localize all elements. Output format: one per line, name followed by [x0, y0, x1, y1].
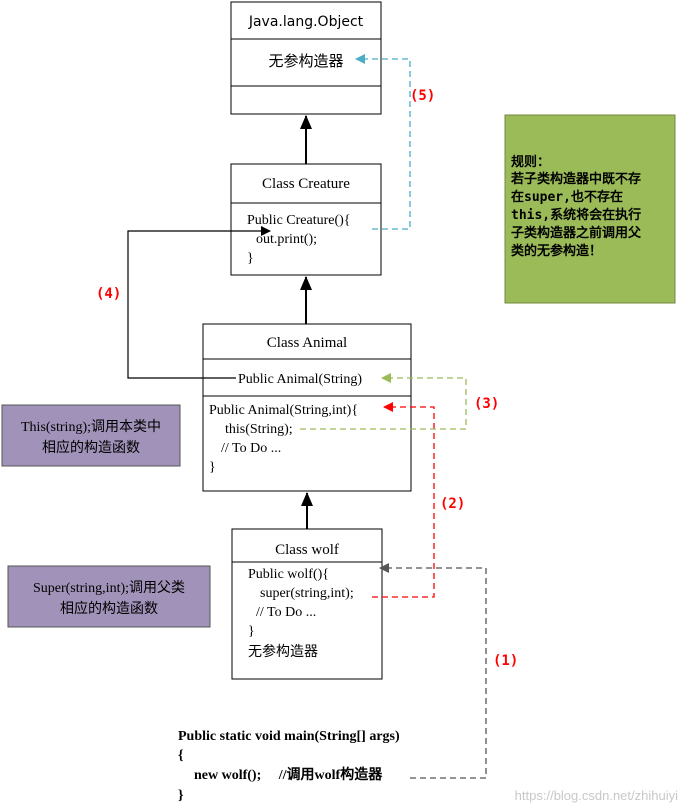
super-note-line-2: 相应的构造函数 — [60, 600, 158, 617]
wolf-ctor-line-4: } — [248, 624, 255, 639]
wolf-ctor-line-3: // To Do ... — [256, 605, 316, 620]
rule-note: 规则： 若子类构造器中既不存 在super,也不存在 this,系统将会在执行 … — [504, 114, 676, 304]
creature-ctor-line-3: } — [247, 251, 254, 266]
wolf-class-title: Class wolf — [275, 542, 339, 558]
rule-note-line-4: this,系统将会在执行 — [511, 207, 641, 223]
animal-ctor-int-line-3: // To Do ... — [221, 441, 281, 456]
object-no-arg-ctor: 无参构造器 — [268, 52, 343, 70]
super-note: Super(string,int);调用父类 相应的构造函数 — [7, 565, 211, 628]
animal-class-box: Class Animal Public Animal(String) Publi… — [202, 323, 412, 492]
main-code-block: Public static void main(String[] args) {… — [178, 729, 400, 803]
animal-ctor-int-line-2: this(String); — [225, 422, 293, 437]
rule-note-line-5: 子类构造器之前调用父 — [511, 225, 642, 241]
flow-arrow-5 — [355, 54, 411, 230]
animal-class-title: Class Animal — [267, 335, 347, 351]
object-class-box: Java.lang.Object 无参构造器 — [230, 1, 382, 115]
this-note-line-1: This(string);调用本类中 — [21, 419, 161, 435]
flow-arrow-1 — [379, 563, 487, 779]
main-code-line-2: { — [178, 748, 184, 763]
step-label-5: (5) — [410, 88, 435, 104]
step-label-4: (4) — [96, 286, 121, 302]
super-note-line-1: Super(string,int);调用父类 — [33, 580, 185, 596]
wolf-ctor-line-2: super(string,int); — [260, 586, 354, 601]
creature-ctor-line-2: out.print(); — [256, 232, 317, 247]
wolf-class-box: Class wolf Public wolf(){ super(string,i… — [231, 528, 383, 680]
rule-note-line-6: 类的无参构造！ — [511, 243, 602, 259]
rule-note-line-3: 在super,也不存在 — [511, 189, 623, 205]
rule-note-line-1: 规则： — [511, 154, 550, 170]
creature-class-box: Class Creature Public Creature(){ out.pr… — [230, 163, 382, 276]
this-note: This(string);调用本类中 相应的构造函数 — [1, 404, 181, 467]
wolf-no-arg-ctor: 无参构造器 — [248, 643, 318, 660]
step-label-3: (3) — [474, 396, 499, 412]
flow-arrow-3 — [300, 373, 467, 430]
rule-note-line-2: 若子类构造器中既不存 — [510, 171, 641, 187]
creature-ctor-line-1: Public Creature(){ — [247, 213, 351, 228]
main-code-line-4: } — [178, 788, 184, 803]
wolf-ctor-line-1: Public wolf(){ — [248, 567, 329, 582]
creature-class-title: Class Creature — [262, 176, 350, 192]
flow-arrow-4 — [127, 226, 271, 379]
animal-ctor-int-line-4: } — [209, 460, 216, 475]
step-label-2: (2) — [440, 496, 465, 512]
step-label-1: (1) — [493, 653, 518, 669]
flow-arrow-2 — [372, 402, 435, 598]
animal-ctor-int-line-1: Public Animal(String,int){ — [209, 403, 358, 418]
main-code-line-3: new wolf(); //调用wolf构造器 — [194, 766, 383, 783]
object-class-title: Java.lang.Object — [248, 14, 364, 30]
inheritance-arrows — [300, 115, 313, 529]
main-code-line-1: Public static void main(String[] args) — [178, 729, 400, 744]
animal-ctor-string: Public Animal(String) — [238, 372, 362, 387]
this-note-line-2: 相应的构造函数 — [42, 439, 140, 456]
watermark: https://blog.csdn.net/zhihuiyi — [515, 788, 678, 803]
